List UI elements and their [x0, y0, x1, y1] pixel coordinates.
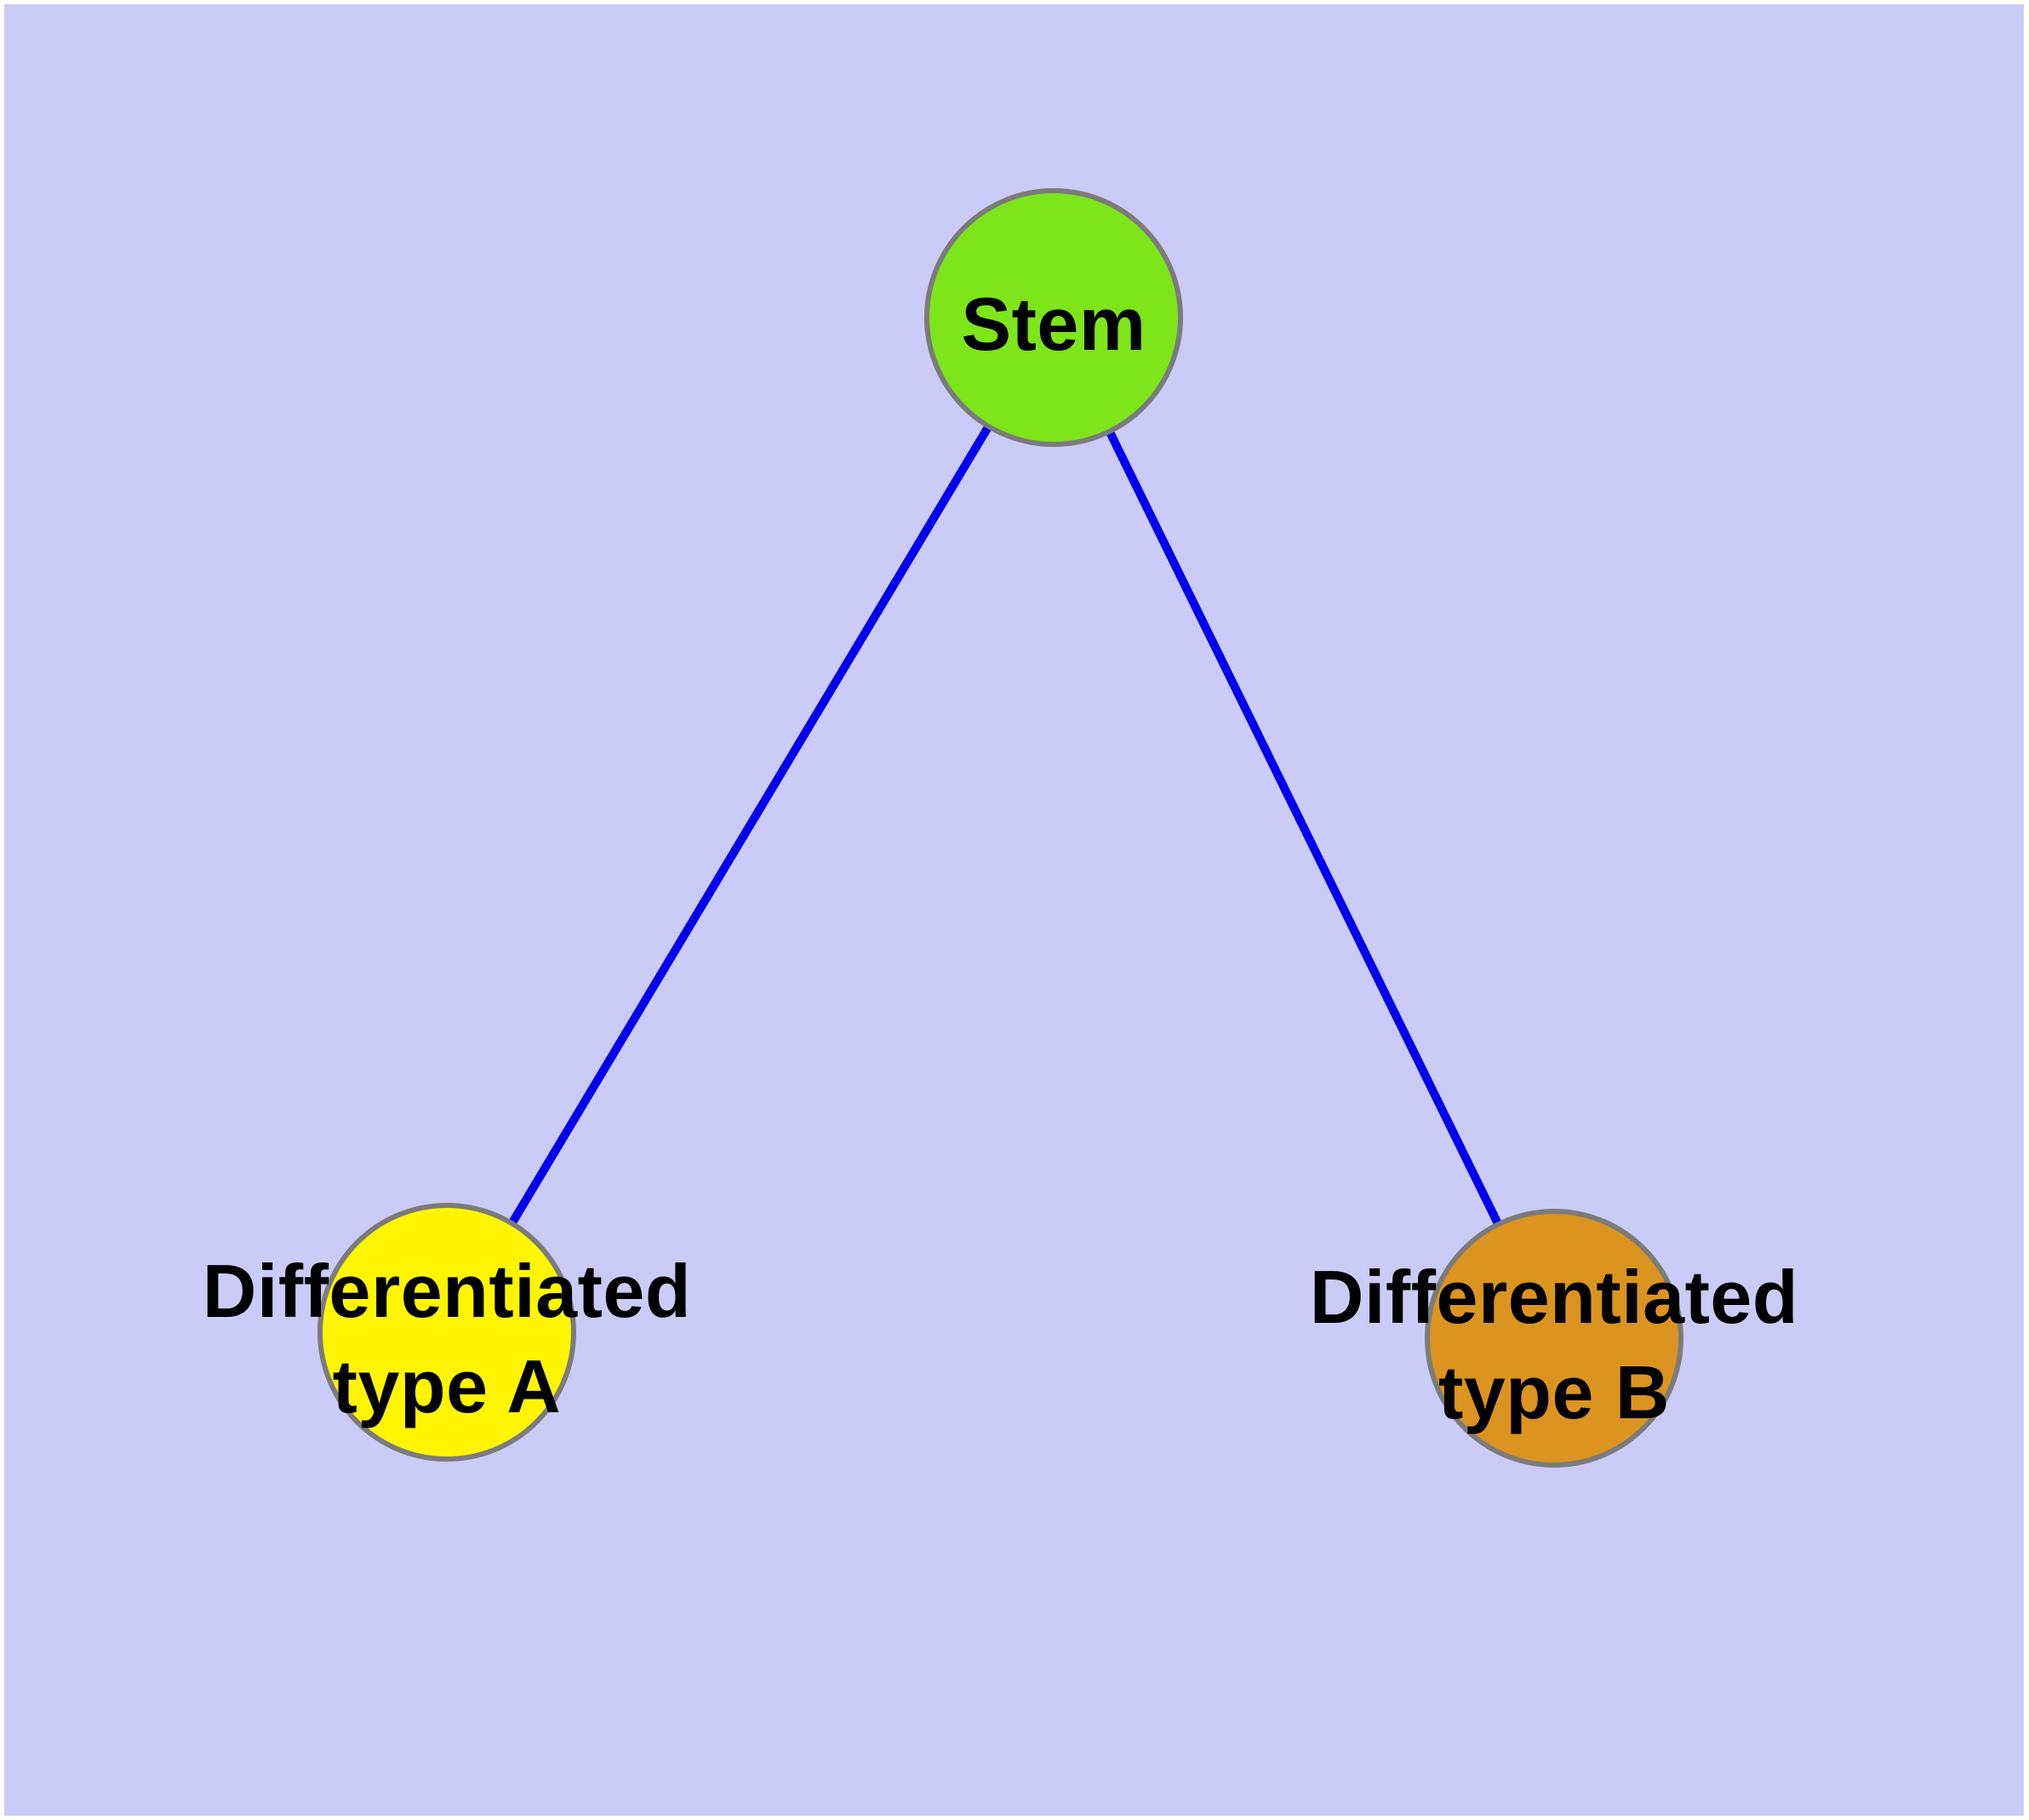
node-differentiated-type-a-circle [317, 1203, 576, 1462]
diagram-stage: Stem Differentiated type A Differentiate… [4, 4, 2024, 1816]
edge-stem-typeA [443, 315, 1058, 1335]
node-differentiated-type-b-label: Differentiated type B [1309, 1255, 1799, 1434]
edge-layer [443, 315, 1558, 1341]
edge-stem-typeB [1049, 315, 1558, 1341]
node-stem-label: Stem [961, 282, 1146, 366]
diagram-panel: Stem Differentiated type A Differentiate… [4, 4, 2024, 1816]
node-stem-circle [924, 188, 1183, 447]
node-differentiated-type-a-label: Differentiated type A [202, 1249, 692, 1428]
node-differentiated-type-b-circle [1425, 1209, 1683, 1468]
